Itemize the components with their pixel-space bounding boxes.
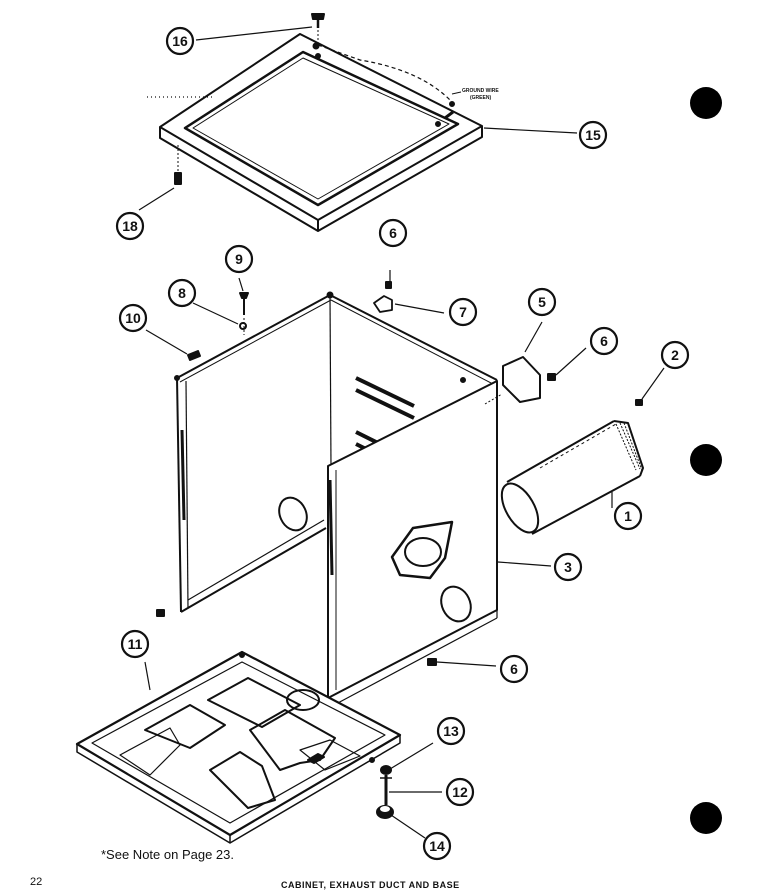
callout-number: 2	[671, 347, 679, 363]
callout-number: 18	[122, 218, 138, 234]
binder-hole-2	[690, 444, 722, 476]
callout-number: 7	[459, 304, 467, 320]
callout-part-6: 6	[499, 654, 529, 684]
exhaust-duct-1	[500, 420, 644, 535]
callout-part-8: 8	[167, 278, 197, 308]
callout-number: 6	[389, 225, 397, 241]
bracket-7	[373, 295, 445, 314]
callout-number: 9	[235, 251, 243, 267]
callout-part-15: 15	[578, 120, 608, 150]
callout-number: 1	[624, 508, 632, 524]
callout-number: 14	[429, 838, 445, 854]
callout-part-9: 9	[224, 244, 254, 274]
callout-number: 6	[600, 333, 608, 349]
washer-8	[192, 302, 247, 330]
callout-part-18: 18	[115, 211, 145, 241]
leveling-leg	[376, 742, 442, 839]
callout-number: 10	[125, 310, 141, 326]
callout-number: 15	[585, 127, 601, 143]
binder-hole-1	[690, 87, 722, 119]
callout-number: 6	[510, 661, 518, 677]
callout-part-16: 16	[165, 26, 195, 56]
binder-hole-3	[690, 802, 722, 834]
plate-5	[484, 321, 543, 405]
page-number: 22	[30, 876, 43, 888]
screw-6-bottom	[427, 658, 497, 667]
screw-6-mid	[547, 347, 587, 381]
callout-number: 8	[178, 285, 186, 301]
callout-number: 16	[172, 33, 188, 49]
screw-16	[311, 13, 325, 44]
screw-18	[174, 145, 182, 185]
ground-wire-label: GROUND WIRE	[462, 88, 499, 94]
screw-6-top	[385, 270, 392, 289]
callout-number: 12	[452, 784, 468, 800]
callout-number: 13	[443, 723, 459, 739]
callout-part-13: 13	[436, 716, 466, 746]
callout-part-5: 5	[527, 287, 557, 317]
section-title: CABINET, EXHAUST DUCT AND BASE	[281, 880, 460, 890]
top-panel	[159, 33, 483, 232]
screw-2	[635, 367, 665, 406]
callout-part-7: 7	[448, 297, 478, 327]
callout-part-3: 3	[553, 552, 583, 582]
callout-part-14: 14	[422, 831, 452, 861]
callout-part-12: 12	[445, 777, 475, 807]
callout-number: 5	[538, 294, 546, 310]
callout-part-2: 2	[660, 340, 690, 370]
ground-wire-label-sub: (GREEN)	[470, 95, 491, 101]
callout-part-1: 1	[613, 501, 643, 531]
footnote: *See Note on Page 23.	[101, 847, 234, 862]
callout-part-6: 6	[378, 218, 408, 248]
screw-9	[238, 277, 249, 335]
base-pan	[75, 650, 402, 844]
callout-part-10: 10	[118, 303, 148, 333]
callout-part-11: 11	[120, 629, 150, 659]
callout-part-6: 6	[589, 326, 619, 356]
callout-number: 3	[564, 559, 572, 575]
clip-10	[145, 329, 201, 361]
cabinet-frame	[174, 291, 498, 705]
callout-number: 11	[128, 636, 143, 652]
